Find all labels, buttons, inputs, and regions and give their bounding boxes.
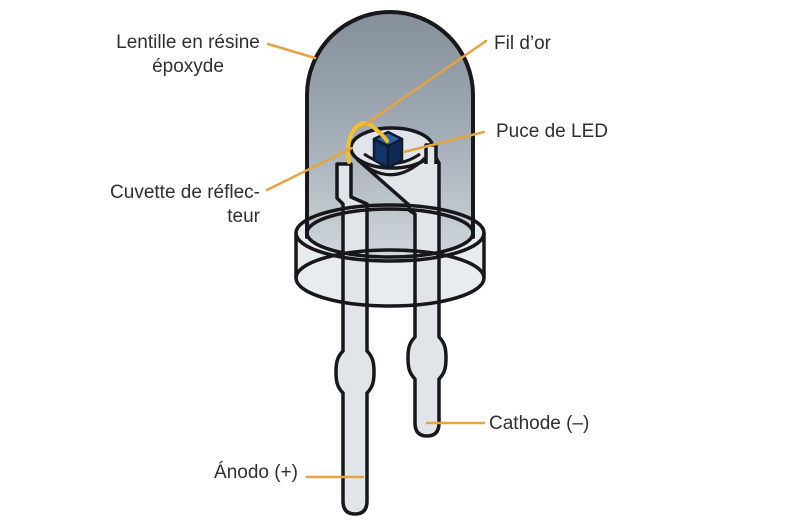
label-anode: Ánodo (+): [214, 462, 298, 483]
label-epoxy-lens: Lentille en résine époxyde: [103, 31, 273, 79]
led-chip: [372, 130, 404, 170]
label-epoxy-lens-line1: Lentille en résine: [116, 32, 260, 53]
label-led-chip: Puce de LED: [496, 121, 608, 142]
leader-chip-line: [402, 130, 486, 154]
gold-wire: [346, 121, 389, 164]
label-gold-wire: Fil d’or: [494, 33, 552, 54]
label-reflector-cup-line1: Cuvette de réflec-: [110, 182, 260, 203]
anode-lead-shape: [334, 162, 376, 516]
cathode-post-notch: [424, 143, 438, 164]
leader-lens-line: [266, 42, 317, 60]
label-cathode: Cathode (–): [489, 413, 590, 434]
epoxy-lens-outline: [305, 10, 475, 239]
label-epoxy-lens-line2: époxyde: [152, 56, 224, 77]
label-reflector-cup: Cuvette de réflec- teur: [60, 181, 260, 229]
leader-goldwire-line: [358, 39, 488, 130]
cathode-lead-shape: [356, 156, 448, 438]
leader-cup-line: [265, 146, 354, 192]
label-reflector-cup-line2: teur: [227, 206, 260, 227]
leader-lines: [265, 39, 488, 479]
reflector-cup-bowl: [355, 156, 427, 177]
